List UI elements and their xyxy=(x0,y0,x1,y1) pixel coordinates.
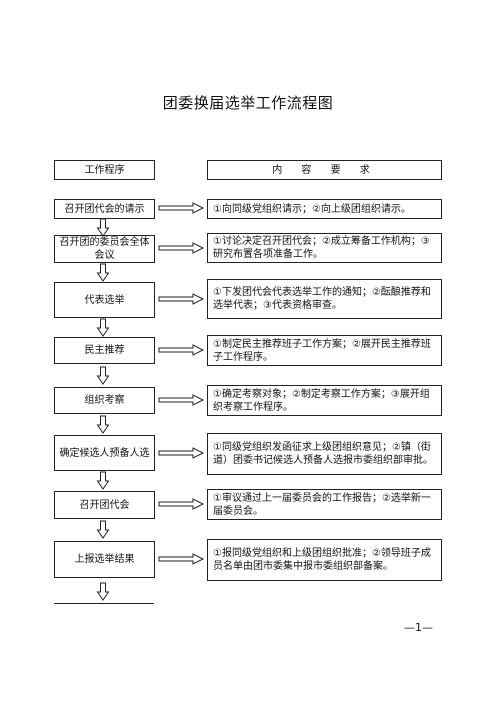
content-box-5: ①确定考察对象；②制定考察工作方案；③展开组织考察工作程序。 xyxy=(207,385,442,416)
down-arrow-8 xyxy=(97,582,109,601)
step-box-5: 组织考察 xyxy=(54,387,155,414)
header-content-requirements-label: 内 容 要 求 xyxy=(272,164,378,176)
header-work-procedure: 工作程序 xyxy=(54,160,155,180)
content-box-1: ①向同级党组织请示；②向上级团组织请示。 xyxy=(207,199,442,219)
step-box-8: 上报选举结果 xyxy=(54,541,155,578)
content-box-8: ①报同级党组织和上级团组织批准；②领导班子成员名单由团市委集中报市委组织部备案。 xyxy=(207,539,442,581)
step-box-7: 召开团代会 xyxy=(54,491,155,519)
down-arrow-1 xyxy=(97,218,109,237)
down-arrow-6 xyxy=(97,471,109,490)
header-work-procedure-label: 工作程序 xyxy=(84,164,125,176)
right-arrow-4 xyxy=(158,344,204,356)
step-box-4: 民主推荐 xyxy=(54,337,155,364)
content-text-4: ①制定民主推荐班子工作方案；②展开民主推荐班子工作程序。 xyxy=(213,338,431,363)
content-box-6: ①同级党组织发函征求上级团组织意见；②镇（街道）团委书记候选人预备人选报市委组织… xyxy=(207,433,442,475)
step-label-8: 上报选举结果 xyxy=(74,554,135,565)
right-arrow-8 xyxy=(158,553,204,565)
step-box-2: 召开团的委员会全体会议 xyxy=(54,235,155,263)
down-arrow-4 xyxy=(97,366,109,385)
content-text-5: ①确定考察对象；②制定考察工作方案；③展开组织考察工作程序。 xyxy=(213,388,430,413)
content-box-3: ①下发团代会代表选举工作的通知；②酝酿推荐和选举代表；③代表资格审查。 xyxy=(207,279,442,319)
right-arrow-1 xyxy=(158,202,204,214)
step-label-2: 召开团的委员会全体会议 xyxy=(59,237,150,261)
page-title: 团委换届选举工作流程图 xyxy=(162,94,334,112)
step-box-3: 代表选举 xyxy=(54,282,155,318)
down-arrow-5 xyxy=(97,415,109,434)
step-label-5: 组织考察 xyxy=(84,395,125,406)
content-box-7: ①审议通过上一届委员会的工作报告；②选举新一届委员会。 xyxy=(207,489,442,520)
content-text-8: ①报同级党组织和上级团组织批准；②领导班子成员名单由团市委集中报市委组织部备案。 xyxy=(213,548,431,572)
content-text-7: ①审议通过上一届委员会的工作报告；②选举新一届委员会。 xyxy=(213,492,431,517)
step-box-6: 确定候选人预备人选 xyxy=(54,435,155,471)
down-arrow-2 xyxy=(97,263,109,282)
down-arrow-3 xyxy=(97,318,109,337)
header-content-requirements: 内 容 要 求 xyxy=(207,160,442,180)
right-arrow-6 xyxy=(158,447,204,459)
content-box-4: ①制定民主推荐班子工作方案；②展开民主推荐班子工作程序。 xyxy=(207,335,442,366)
step-label-4: 民主推荐 xyxy=(84,345,125,356)
step-label-6: 确定候选人预备人选 xyxy=(59,447,150,459)
right-arrow-5 xyxy=(158,394,204,406)
step-label-1: 召开团代会的请示 xyxy=(64,203,145,215)
step-label-7: 召开团代会 xyxy=(79,499,130,511)
right-arrow-7 xyxy=(158,498,204,510)
content-text-1: ①向同级党组织请示；②向上级团组织请示。 xyxy=(213,203,411,215)
content-text-3: ①下发团代会代表选举工作的通知；②酝酿推荐和选举代表；③代表资格审查。 xyxy=(213,287,431,311)
page-number: —1— xyxy=(404,621,433,634)
step-label-3: 代表选举 xyxy=(84,294,125,306)
right-arrow-3 xyxy=(158,293,204,305)
content-box-2: ①讨论决定召开团代会；②成立筹备工作机构；③研究布置各项准备工作。 xyxy=(207,233,442,263)
right-arrow-2 xyxy=(158,242,204,254)
footer-rule xyxy=(54,603,154,604)
down-arrow-7 xyxy=(97,520,109,539)
content-text-2: ①讨论决定召开团代会；②成立筹备工作机构；③研究布置各项准备工作。 xyxy=(213,236,430,260)
content-text-6: ①同级党组织发函征求上级团组织意见；②镇（街道）团委书记候选人预备人选报市委组织… xyxy=(213,442,433,466)
